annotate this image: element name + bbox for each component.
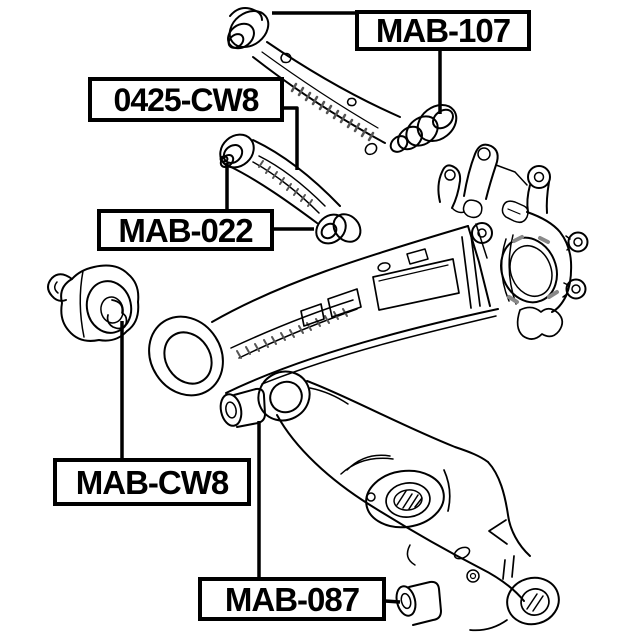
camber-arm <box>219 133 362 245</box>
part-number-text: MAB-CW8 <box>75 463 229 501</box>
part-number-text: MAB-087 <box>224 580 360 618</box>
upper-lateral-arm <box>227 7 458 156</box>
callout-0425-cw8: 0425-CW8 <box>88 77 284 122</box>
lower-control-arm <box>257 370 560 632</box>
lower-arm-front-bushing <box>219 387 266 428</box>
floating-bushing <box>47 264 140 342</box>
part-number-text: MAB-107 <box>375 12 511 49</box>
leader-lines <box>120 11 442 604</box>
part-number-text: MAB-022 <box>118 211 253 249</box>
callout-mab-022: MAB-022 <box>97 209 274 251</box>
leader-mab087-rear-bushing <box>384 599 401 604</box>
upper-arm-ribbing <box>290 82 375 142</box>
callout-mab-107: MAB-107 <box>355 10 531 51</box>
trailing-arm <box>148 223 499 397</box>
callout-mab-087: MAB-087 <box>198 577 386 621</box>
callout-mab-cw8: MAB-CW8 <box>53 458 251 506</box>
lower-arm-rear-bushing <box>395 580 442 626</box>
spring-seat-hatch <box>396 490 423 510</box>
hub-shading <box>507 235 559 304</box>
leader-0425cw8-arm <box>283 106 299 170</box>
camber-arm-ribbing <box>258 160 313 207</box>
part-number-text: 0425-CW8 <box>113 81 260 118</box>
wheel-knuckle-hub <box>437 143 589 340</box>
